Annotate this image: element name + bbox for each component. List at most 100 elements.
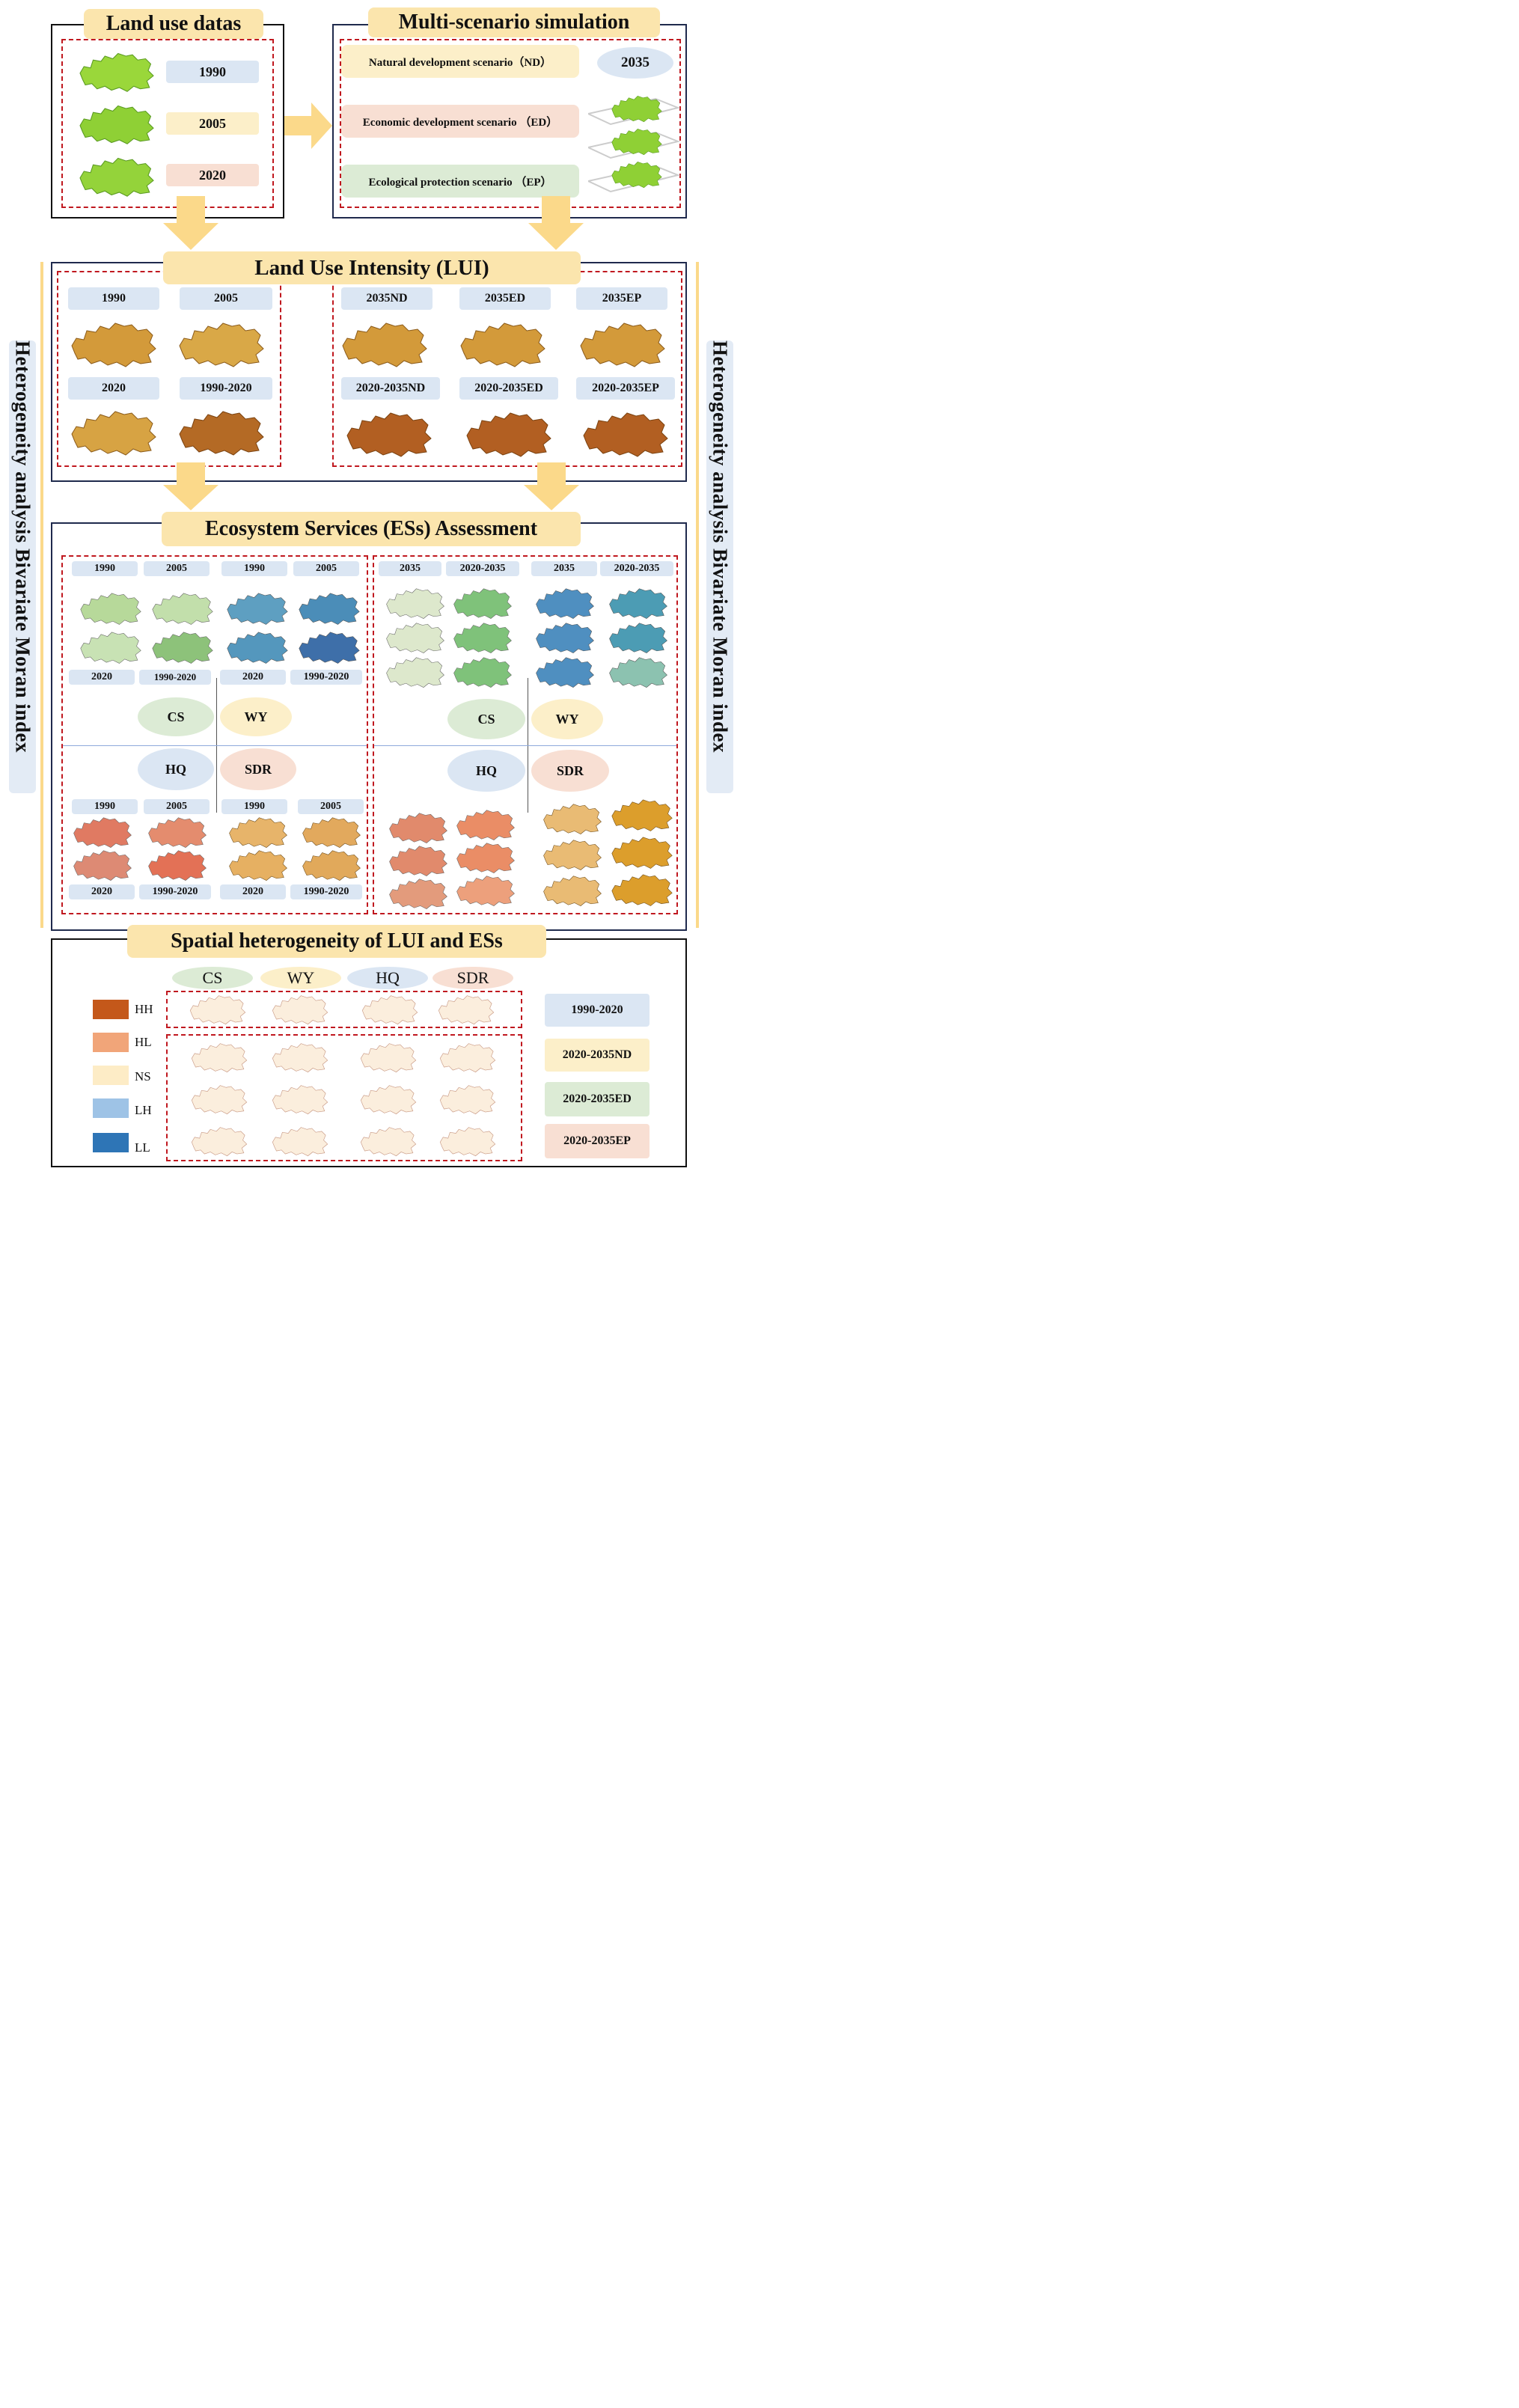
es-left-bottom-1990-2020-b: 1990-2020 <box>290 884 362 899</box>
spatial-map-r1-c1 <box>186 994 250 1025</box>
spatial-map-r2-c3 <box>356 1042 421 1073</box>
land-use-map-2005 <box>75 103 159 145</box>
cs-change-map-2 <box>450 621 515 654</box>
es-left-bottom-top-1990-a: 1990 <box>72 799 138 814</box>
arrow-to-scenarios <box>284 103 332 149</box>
legend-label-hh: HH <box>135 1002 153 1016</box>
land-use-year-2020: 2020 <box>166 164 259 186</box>
scenario-ep: Ecological protection scenario （EP） <box>341 165 579 198</box>
es-left-hq: HQ <box>138 748 214 790</box>
legend-swatch-lh <box>93 1098 129 1118</box>
spatial-map-r4-c4 <box>435 1125 500 1157</box>
hq-2035-map-3 <box>386 877 450 910</box>
es-right-horizontal-divider <box>374 745 676 746</box>
es-left-bottom-1990-2020-a: 1990-2020 <box>139 884 211 899</box>
lui-map-2035ed <box>456 320 549 368</box>
lui-map-2035ep <box>576 320 669 368</box>
sdr-map-2005 <box>299 816 364 849</box>
lui-map-2020-2035ed <box>462 410 555 458</box>
es-left-top-2005-a: 2005 <box>144 561 210 576</box>
wy-change-map-3 <box>606 656 670 688</box>
scenario-year: 2035 <box>597 47 673 79</box>
spatial-map-r4-c2 <box>268 1125 332 1157</box>
es-right-dashed-group <box>373 555 678 914</box>
es-right-top-2035-b: 2035 <box>531 561 597 576</box>
period-1990-2020: 1990-2020 <box>545 994 650 1027</box>
land-use-dashed-group <box>61 39 274 208</box>
cs-map-1990 <box>78 591 144 626</box>
spatial-map-r3-c3 <box>356 1084 421 1115</box>
spatial-map-r1-c2 <box>268 994 332 1025</box>
spatial-map-r3-c2 <box>268 1084 332 1115</box>
spatial-map-r4-c3 <box>356 1125 421 1157</box>
wy-change-map-1 <box>606 587 670 620</box>
lui-label-2035ep: 2035EP <box>576 287 667 310</box>
scenario-stack-maps <box>588 91 681 193</box>
land-use-year-1990: 1990 <box>166 61 259 83</box>
lui-map-2020-2035ep <box>579 410 672 458</box>
lui-map-1990-2020 <box>175 409 268 456</box>
arrow-land-use-to-lui <box>163 196 218 250</box>
multi-scenario-title: Multi-scenario simulation <box>368 7 660 37</box>
lui-label-2035ed: 2035ED <box>459 287 551 310</box>
sdr-2035-map-1 <box>540 802 605 835</box>
left-side-label: Heterogeneity analysis Bivariate Moran i… <box>9 340 36 793</box>
cs-2035-map-2 <box>383 621 447 654</box>
es-left-horizontal-divider <box>63 745 367 746</box>
hq-map-1990 <box>70 816 135 849</box>
spatial-sdr: SDR <box>433 967 513 989</box>
sdr-change-map-1 <box>609 798 675 832</box>
lui-label-2020-2035ed: 2020-2035ED <box>459 377 558 400</box>
cs-map-2005 <box>150 591 216 626</box>
sdr-map-2020 <box>226 849 290 881</box>
lui-label-1990: 1990 <box>68 287 159 310</box>
hq-change-map-2 <box>453 841 518 874</box>
es-right-cs: CS <box>447 699 525 739</box>
es-title: Ecosystem Services (ESs) Assessment <box>162 512 581 546</box>
cs-2035-map-1 <box>383 587 447 620</box>
legend-swatch-hh <box>93 1000 129 1019</box>
wy-2035-map-1 <box>533 587 597 620</box>
period-2020-2035nd: 2020-2035ND <box>545 1039 650 1072</box>
hq-map-2020 <box>70 849 135 881</box>
land-use-year-2005: 2005 <box>166 112 259 135</box>
es-right-sdr: SDR <box>531 750 609 792</box>
es-left-top-1990-a: 1990 <box>72 561 138 576</box>
spatial-title: Spatial heterogeneity of LUI and ESs <box>127 925 546 958</box>
lui-map-2020 <box>67 409 160 456</box>
es-left-dashed-group <box>61 555 368 914</box>
wy-change-map-2 <box>606 621 670 654</box>
land-use-map-1990 <box>75 51 159 93</box>
right-side-axis <box>696 262 699 928</box>
right-side-label: Heterogeneity analysis Bivariate Moran i… <box>706 340 733 793</box>
es-right-top-2020-2035-b: 2020-2035 <box>600 561 673 576</box>
multi-scenario-dashed-group <box>340 39 681 208</box>
cs-change-map-3 <box>450 656 515 688</box>
hq-map-2005 <box>145 816 210 849</box>
hq-map-1990-2020 <box>145 849 210 881</box>
es-left-mid-1990-2020-a: 1990-2020 <box>139 670 211 685</box>
es-right-top-2020-2035-a: 2020-2035 <box>446 561 519 576</box>
hq-change-map-1 <box>453 808 518 841</box>
es-left-wy: WY <box>220 697 292 736</box>
legend-swatch-hl <box>93 1033 129 1052</box>
spatial-map-r3-c4 <box>435 1084 500 1115</box>
es-left-sdr: SDR <box>220 748 296 790</box>
spatial-map-r3-c1 <box>187 1084 251 1115</box>
spatial-map-r2-c2 <box>268 1042 332 1073</box>
es-left-bottom-2020-a: 2020 <box>69 884 135 899</box>
lui-label-2020-2035nd: 2020-2035ND <box>341 377 440 400</box>
sdr-2035-map-2 <box>540 838 605 871</box>
es-left-mid-2020-a: 2020 <box>69 670 135 685</box>
spatial-map-r1-c4 <box>434 994 498 1025</box>
lui-label-1990-2020: 1990-2020 <box>180 377 272 400</box>
cs-2035-map-3 <box>383 656 447 688</box>
es-left-bottom-2020-b: 2020 <box>220 884 286 899</box>
cs-map-1990-2020 <box>150 630 216 664</box>
spatial-map-r2-c4 <box>435 1042 500 1073</box>
sdr-2035-map-3 <box>540 874 605 907</box>
legend-label-ll: LL <box>135 1140 150 1155</box>
sdr-change-map-2 <box>609 835 675 870</box>
spatial-cs: CS <box>172 967 253 989</box>
lui-title: Land Use Intensity (LUI) <box>163 251 581 284</box>
